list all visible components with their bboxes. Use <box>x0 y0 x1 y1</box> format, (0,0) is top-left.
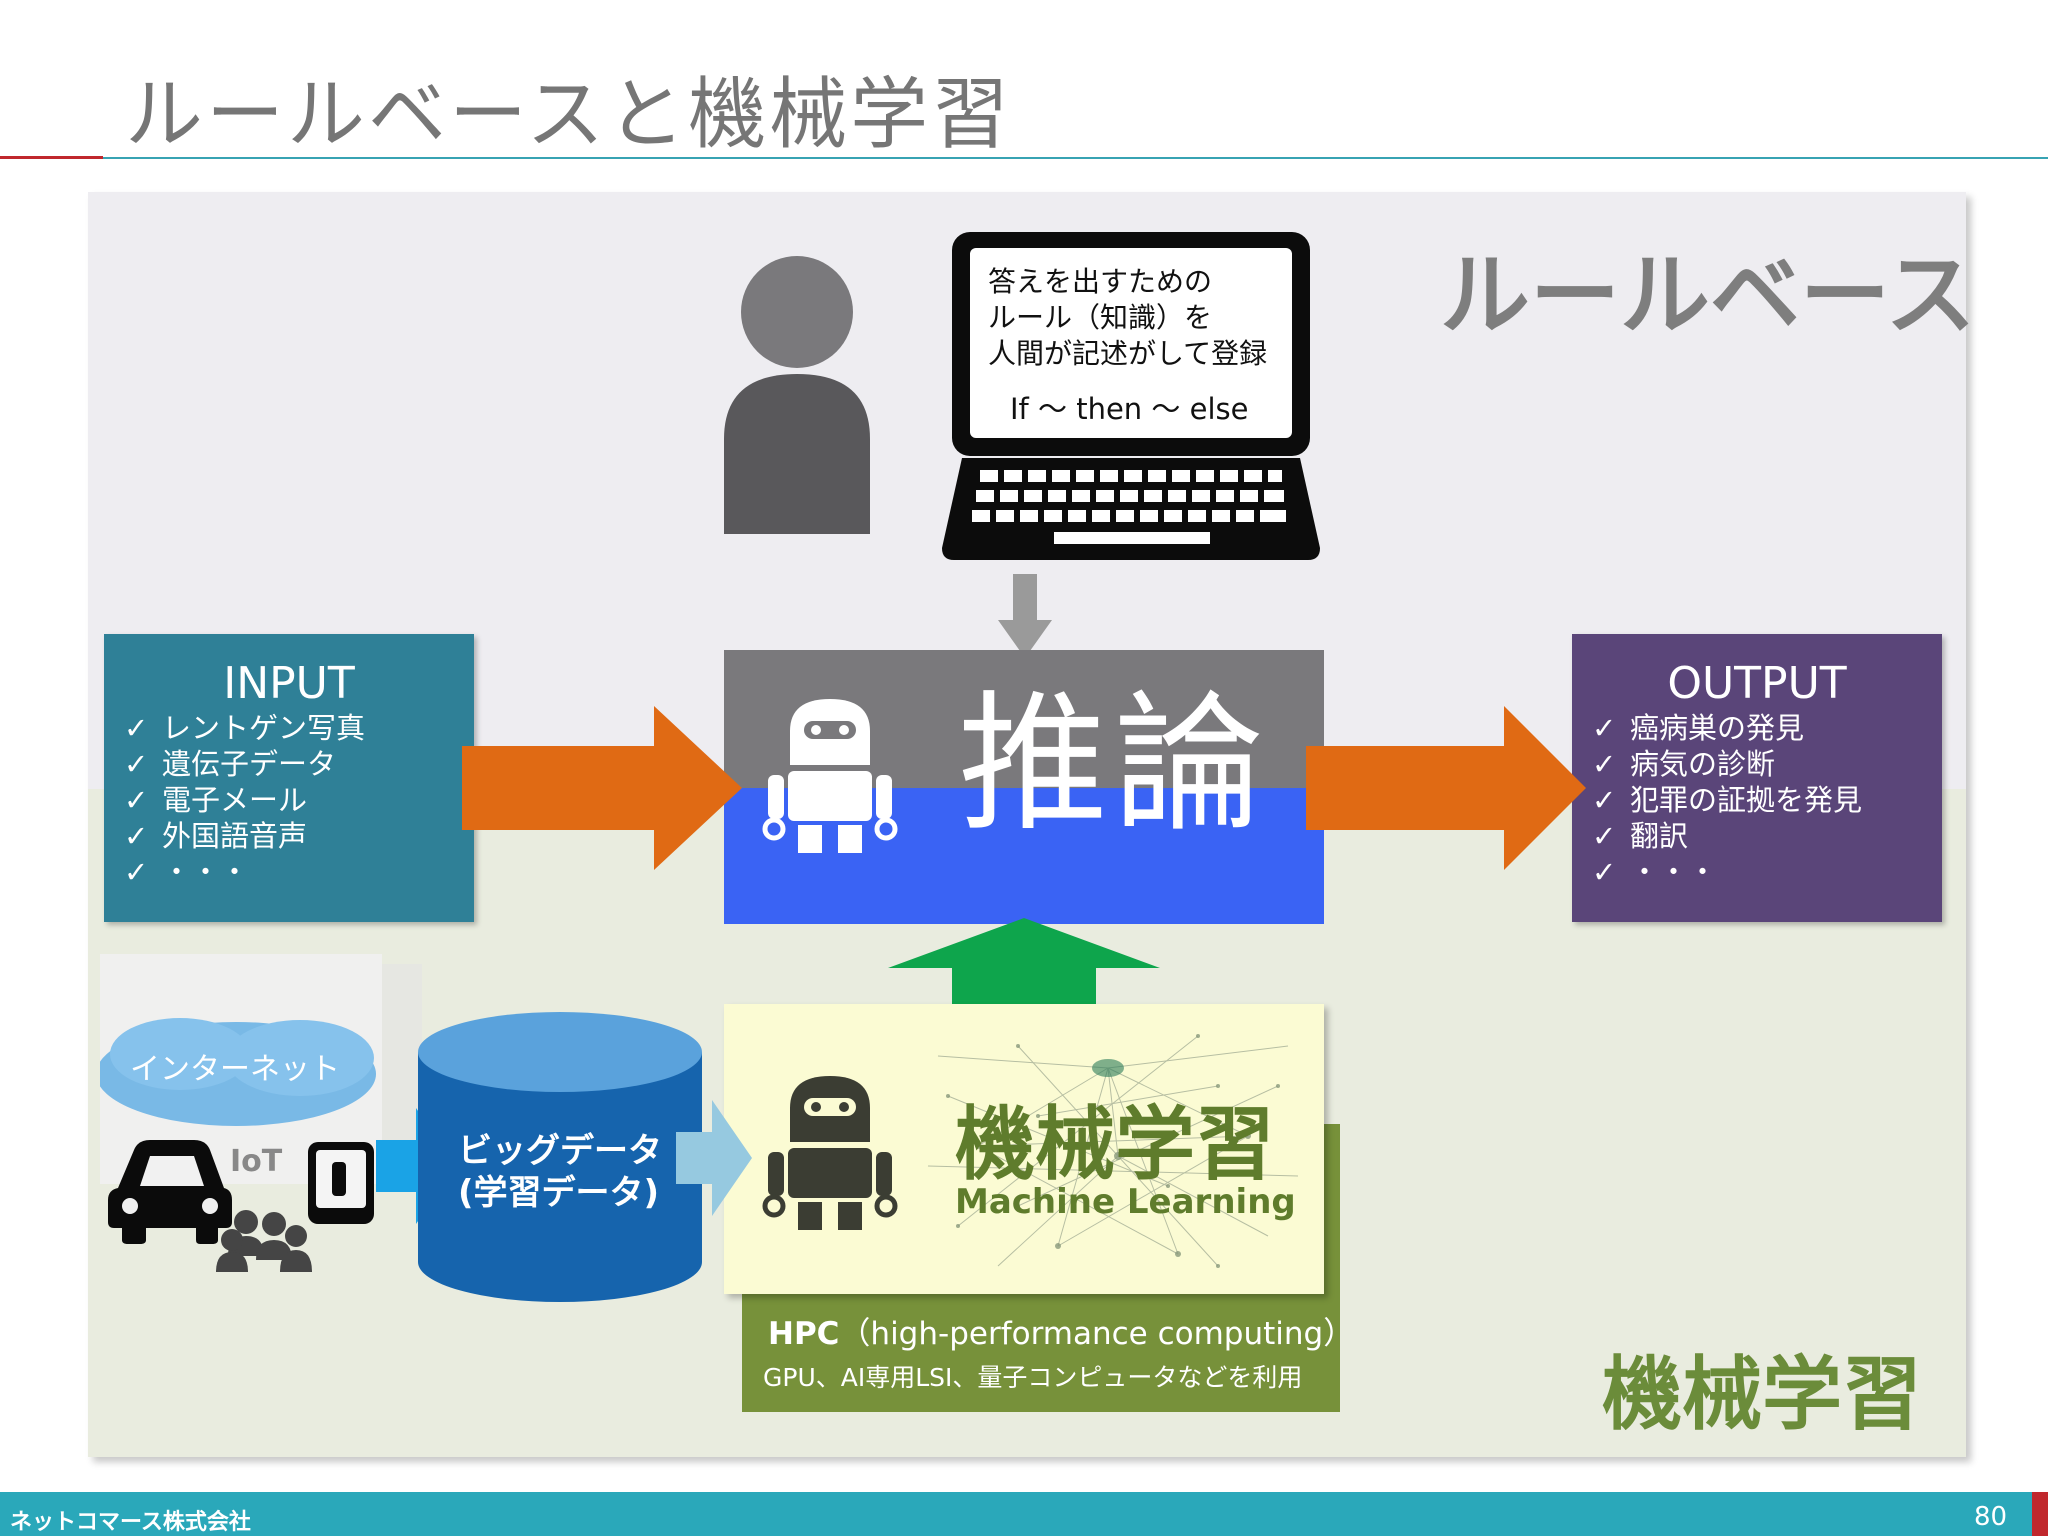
person-icon <box>724 256 870 534</box>
laptop-text-line: 答えを出すための <box>988 265 1213 298</box>
laptop-screen-text: 答えを出すための ルール（知識）を 人間が記述がして登録 <box>988 264 1298 372</box>
data-sources-graphic <box>100 954 422 1272</box>
machine-learning-subtitle: Machine Learning <box>955 1182 1296 1222</box>
check-icon: ✓ <box>124 819 149 853</box>
input-title: INPUT <box>223 658 355 709</box>
slide-title: ルールベースと機械学習 <box>125 70 1013 160</box>
hpc-subtitle: GPU、AI専用LSI、量子コンピュータなどを利用 <box>763 1363 1303 1392</box>
machine-learning-heading: 機械学習 <box>1602 1348 1922 1441</box>
rule-base-heading: ルールベース <box>1440 243 1976 348</box>
company-name: ネットコマース株式会社 <box>10 1510 251 1535</box>
iot-label: IoT <box>230 1144 283 1179</box>
check-icon: ✓ <box>1592 783 1617 817</box>
list-item: ✓・・・ <box>124 855 250 889</box>
rule-code-text: If 〜 then 〜 else <box>1010 392 1249 426</box>
robot-icon <box>762 1076 898 1230</box>
big-data-label: ビッグデータ (学習データ) <box>458 1130 662 1214</box>
output-arrow <box>1306 706 1586 870</box>
learning-arrow <box>888 918 1160 1024</box>
hpc-title-bold: HPC <box>768 1316 840 1352</box>
inference-label: 推論 <box>958 678 1271 852</box>
check-icon: ✓ <box>1592 711 1617 745</box>
list-item: ✓電子メール <box>124 783 308 817</box>
footer-accent <box>2032 1492 2048 1536</box>
big-data-line: (学習データ) <box>458 1173 660 1213</box>
hpc-title-rest: （high-performance computing） <box>839 1316 1355 1352</box>
output-title: OUTPUT <box>1667 658 1847 709</box>
internet-label: インターネット <box>130 1052 340 1087</box>
list-item: ✓病気の診断 <box>1592 747 1776 781</box>
list-item: ✓外国語音声 <box>124 819 308 853</box>
big-data-cylinder <box>418 1012 702 1302</box>
title-rule-accent <box>0 156 103 159</box>
list-item: ✓癌病巣の発見 <box>1592 711 1805 745</box>
check-icon: ✓ <box>124 747 149 781</box>
down-arrow <box>998 574 1052 658</box>
page-number: 80 <box>1974 1502 2008 1532</box>
list-item: ✓・・・ <box>1592 855 1718 889</box>
footer-bar <box>0 1492 2048 1536</box>
check-icon: ✓ <box>124 783 149 817</box>
input-arrow <box>462 706 742 870</box>
title-rule <box>103 157 2048 159</box>
training-data-arrow <box>676 1100 752 1216</box>
machine-learning-label: 機械学習 <box>955 1098 1275 1191</box>
hpc-title: HPC（high-performance computing） <box>768 1308 1354 1353</box>
list-item: ✓犯罪の証拠を発見 <box>1592 783 1863 817</box>
list-item: ✓遺伝子データ <box>124 747 337 781</box>
input-box: INPUT ✓レントゲン写真 ✓遺伝子データ ✓電子メール ✓外国語音声 ✓・・… <box>104 634 474 922</box>
input-list: ✓レントゲン写真 ✓遺伝子データ ✓電子メール ✓外国語音声 ✓・・・ <box>124 710 365 890</box>
check-icon: ✓ <box>1592 855 1617 889</box>
big-data-line: ビッグデータ <box>458 1131 662 1171</box>
robot-icon <box>762 699 898 853</box>
list-item: ✓翻訳 <box>1592 819 1689 853</box>
laptop-icon <box>942 232 1320 560</box>
laptop-text-line: 人間が記述がして登録 <box>988 337 1268 370</box>
check-icon: ✓ <box>1592 819 1617 853</box>
check-icon: ✓ <box>124 855 149 889</box>
output-list: ✓癌病巣の発見 ✓病気の診断 ✓犯罪の証拠を発見 ✓翻訳 ✓・・・ <box>1592 710 1862 890</box>
check-icon: ✓ <box>1592 747 1617 781</box>
list-item: ✓レントゲン写真 <box>124 711 366 745</box>
neural-network-graphic <box>927 1034 1299 1268</box>
laptop-text-line: ルール（知識）を <box>988 301 1213 334</box>
check-icon: ✓ <box>124 711 149 745</box>
output-box: OUTPUT ✓癌病巣の発見 ✓病気の診断 ✓犯罪の証拠を発見 ✓翻訳 ✓・・・ <box>1572 634 1942 922</box>
